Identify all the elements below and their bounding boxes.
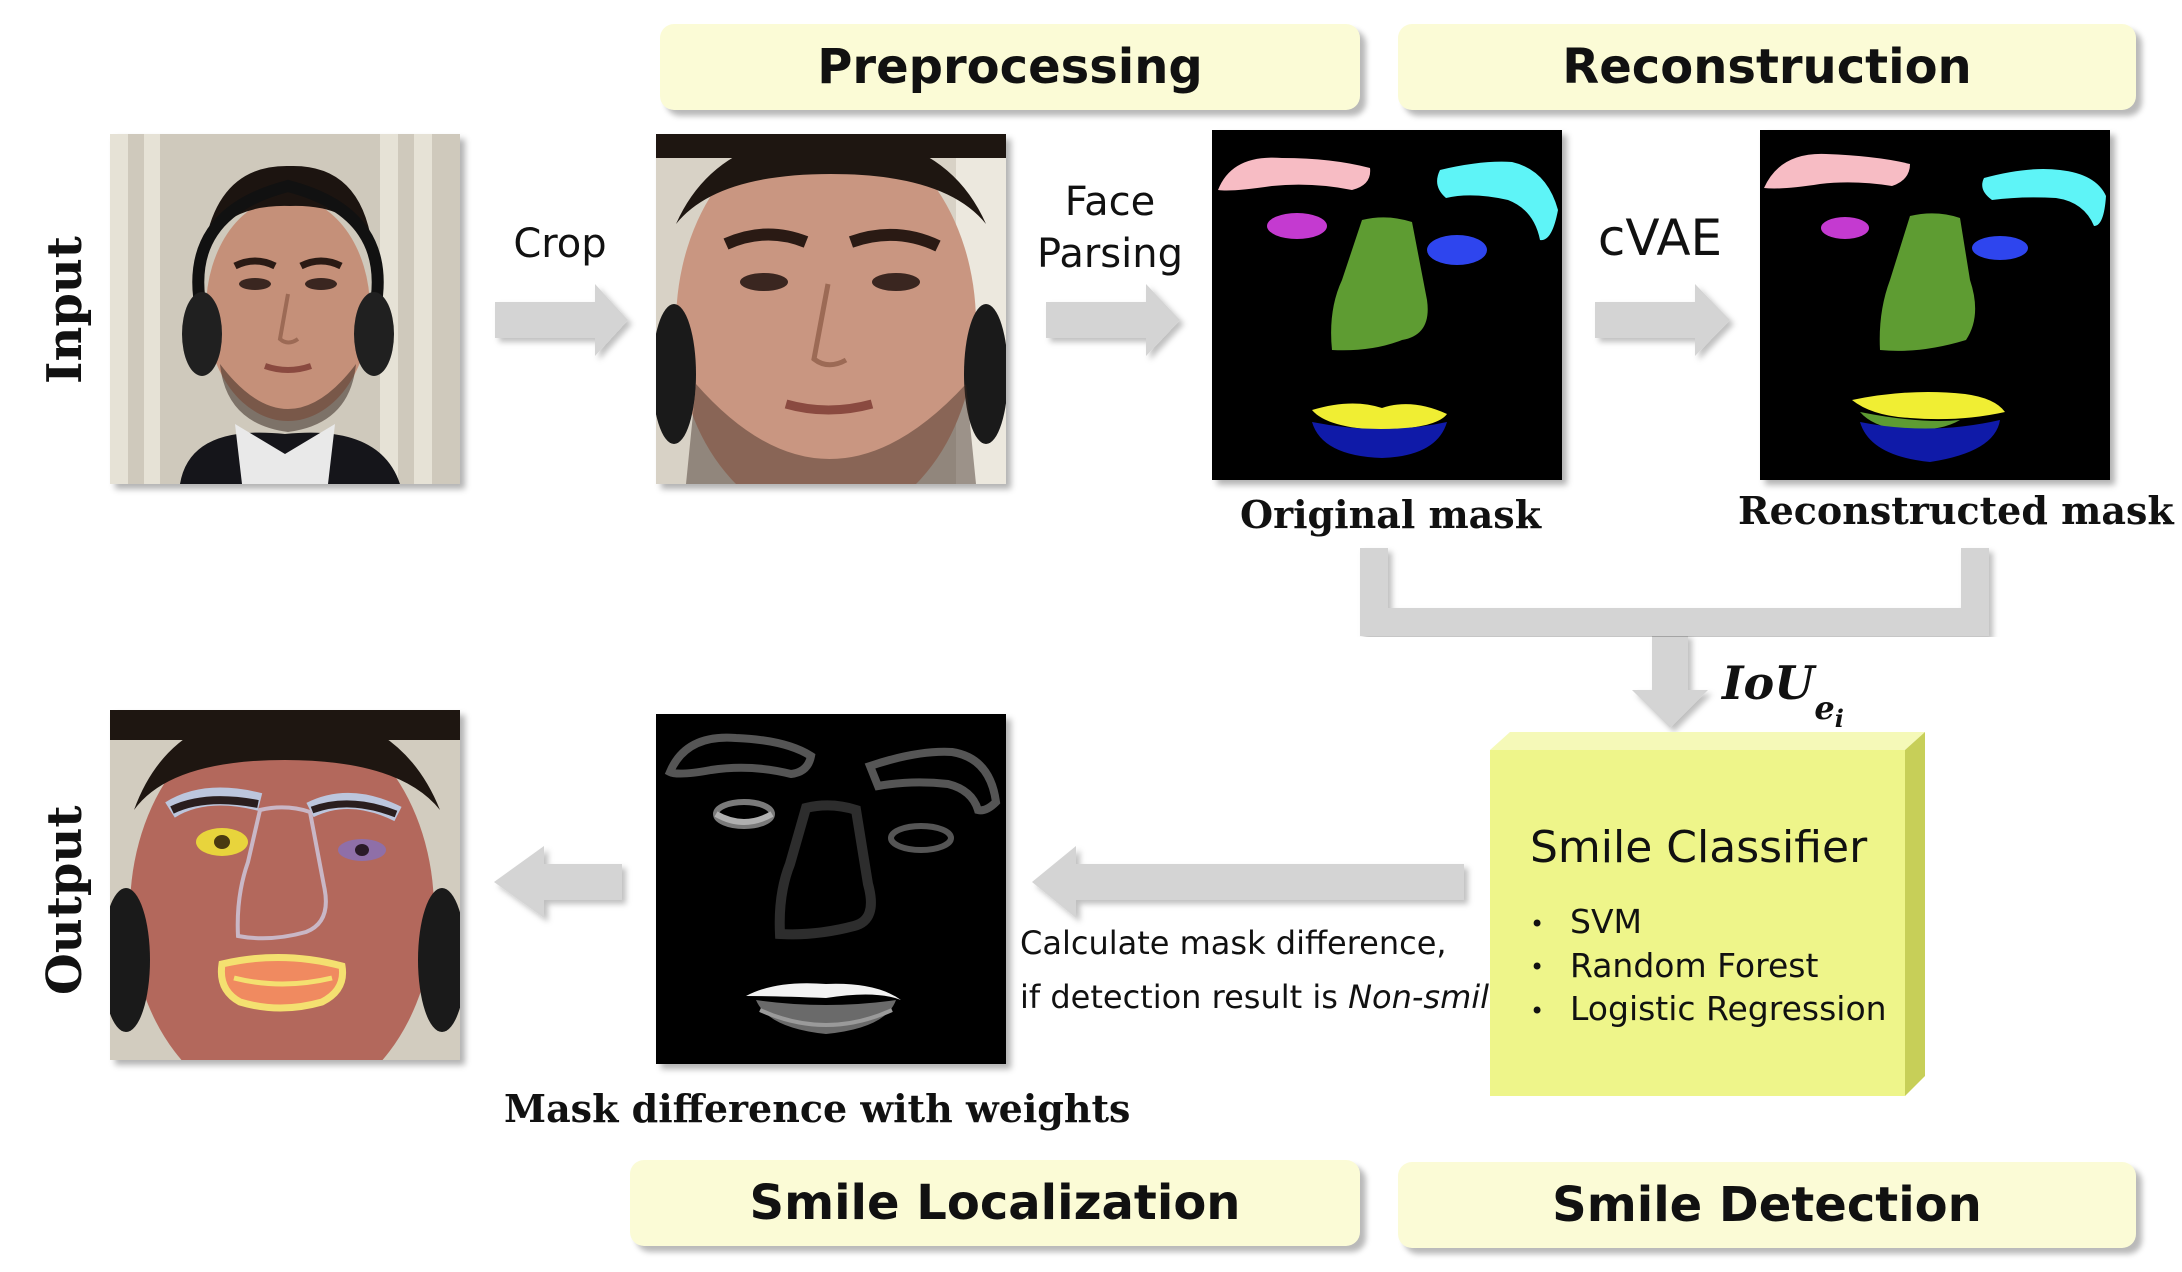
input-side-label: Input <box>37 236 93 384</box>
stage-title-reconstruction: Reconstruction <box>1562 39 1972 95</box>
localization-note-emphasis: Non-smile <box>1348 978 1509 1016</box>
iou-label: IoUei <box>1722 656 1844 733</box>
reconstructed-mask-image <box>1760 130 2110 480</box>
classifier-method-list: SVM Random Forest Logistic Regression <box>1530 901 1890 1032</box>
reconstructed-mask-caption: Reconstructed mask <box>1738 488 2174 533</box>
mask-merge-connector <box>1360 548 1989 636</box>
stage-banner-smile-detection: Smile Detection <box>1398 1162 2136 1248</box>
stage-title-preprocessing: Preprocessing <box>817 39 1203 95</box>
crop-label: Crop <box>513 221 607 267</box>
cvae-arrow <box>1595 284 1730 356</box>
output-side-label: Output <box>37 805 93 995</box>
original-mask-caption: Original mask <box>1240 492 1542 537</box>
classifier-to-difference-arrow <box>1032 846 1464 918</box>
classifier-method-random-forest: Random Forest <box>1530 945 1890 989</box>
iou-down-arrow <box>1632 634 1708 728</box>
classifier-method-svm: SVM <box>1530 901 1890 945</box>
stage-banner-preprocessing: Preprocessing <box>660 24 1360 110</box>
iou-subscript: e <box>1814 689 1835 727</box>
stage-banner-reconstruction: Reconstruction <box>1398 24 2136 110</box>
difference-to-output-arrow <box>494 846 622 918</box>
localization-note: Calculate mask difference, if detection … <box>1020 916 1509 1024</box>
original-mask-image <box>1212 130 1562 480</box>
smile-classifier-content: Smile Classifier SVM Random Forest Logis… <box>1530 822 1890 1032</box>
smile-classifier-title: Smile Classifier <box>1530 822 1868 873</box>
stage-title-smile-detection: Smile Detection <box>1552 1177 1982 1233</box>
localization-note-line2: if detection result is Non-smile <box>1020 970 1509 1024</box>
output-photo <box>110 710 460 1060</box>
iou-text: IoU <box>1722 656 1815 710</box>
face-parsing-label-line1: Face <box>1064 179 1156 225</box>
localization-note-prefix: if detection result is <box>1020 978 1349 1016</box>
stage-title-smile-localization: Smile Localization <box>749 1175 1241 1231</box>
mask-difference-caption: Mask difference with weights <box>504 1086 1131 1131</box>
localization-note-line1: Calculate mask difference, <box>1020 924 1447 962</box>
classifier-method-logistic-regression: Logistic Regression <box>1530 988 1890 1032</box>
stage-banner-smile-localization: Smile Localization <box>630 1160 1360 1246</box>
cropped-face-photo <box>656 134 1006 484</box>
face-parsing-arrow <box>1046 284 1180 356</box>
mask-difference-image <box>656 714 1006 1064</box>
face-parsing-label: Face Parsing <box>1030 176 1190 280</box>
face-parsing-label-line2: Parsing <box>1037 231 1183 277</box>
iou-subscript-index: i <box>1834 704 1844 733</box>
crop-arrow <box>495 284 628 356</box>
cvae-label: cVAE <box>1597 209 1723 267</box>
input-photo <box>110 134 460 484</box>
